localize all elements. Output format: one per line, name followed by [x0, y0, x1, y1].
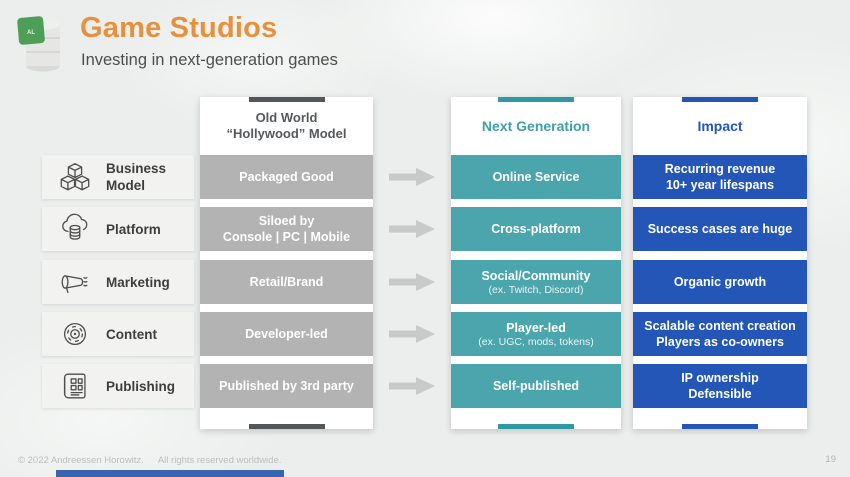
cell-text: Success cases are huge — [647, 222, 793, 236]
disc-icon — [58, 317, 92, 351]
next-gen-accent-bottom — [498, 424, 574, 429]
cell-text: Player-led — [506, 320, 566, 335]
row-label-platform: Platform — [42, 207, 194, 251]
rights-text: All rights reserved worldwide. — [157, 455, 282, 466]
next-gen-header: Next Generation — [481, 117, 591, 134]
cloud-database-icon — [58, 212, 92, 246]
svg-text:AL: AL — [27, 30, 35, 36]
video-progress-bar[interactable] — [56, 470, 284, 477]
cell-text: IP ownership — [681, 371, 759, 385]
arrow-right-icon — [389, 273, 435, 291]
old-world-accent-top — [248, 97, 325, 102]
row-label-publishing: Publishing — [42, 364, 194, 408]
impact-column-header: Impact — [633, 97, 807, 151]
cell-content-next: Player-led (ex. UGC, mods, tokens) — [451, 312, 621, 356]
old-world-column-header: Old World “Hollywood” Model — [200, 97, 373, 151]
cell-text: Organic growth — [673, 275, 767, 289]
cell-marketing-old: Retail/Brand — [200, 260, 373, 304]
cell-text: Self-published — [492, 379, 580, 393]
row-label-content: Content — [42, 312, 194, 356]
cell-text: Online Service — [492, 170, 580, 184]
footer: © 2022 Andreessen Horowitz. All rights re… — [18, 455, 281, 466]
cell-content-impact: Scalable content creation Players as co-… — [633, 312, 807, 356]
cell-text: Published by 3rd party — [219, 379, 354, 393]
cell-content-old: Developer-led — [200, 312, 373, 356]
cell-publishing-next: Self-published — [451, 364, 621, 408]
arrow-right-icon — [389, 168, 435, 186]
cell-business-model-impact: Recurring revenue 10+ year lifespans — [633, 155, 807, 199]
row-label: Publishing — [106, 378, 175, 394]
row-label: Content — [106, 326, 157, 342]
cell-text: Packaged Good — [239, 170, 334, 184]
cell-text: Cross-platform — [491, 222, 581, 236]
megaphone-icon — [58, 265, 92, 299]
column-next-generation: Next Generation Online Service Cross-pla… — [451, 97, 621, 429]
arrow-right-icon — [389, 325, 435, 343]
cell-publishing-impact: IP ownership Defensible — [633, 364, 807, 408]
cell-publishing-old: Published by 3rd party — [200, 364, 373, 408]
cell-platform-impact: Success cases are huge — [633, 207, 807, 251]
row-label-business-model: Business Model — [42, 155, 194, 199]
page-number: 19 — [825, 454, 836, 465]
arrow-right-icon — [389, 377, 435, 395]
cell-marketing-next: Social/Community (ex. Twitch, Discord) — [451, 260, 621, 304]
row-label-marketing: Marketing — [42, 260, 194, 304]
old-world-accent-bottom — [248, 424, 325, 429]
column-impact: Impact Recurring revenue 10+ year lifesp… — [633, 97, 807, 429]
copyright-text: © 2022 Andreessen Horowitz. — [18, 455, 144, 466]
cell-text: Players as co-owners — [656, 335, 784, 349]
cell-marketing-impact: Organic growth — [633, 260, 807, 304]
column-old-world: Old World “Hollywood” Model Packaged Goo… — [200, 97, 373, 429]
cell-text: Console | PC | Mobile — [222, 230, 351, 244]
impact-accent-top — [682, 97, 758, 102]
cell-text: Social/Community — [481, 268, 591, 283]
impact-header: Impact — [697, 117, 743, 134]
impact-accent-bottom — [682, 424, 758, 429]
cell-platform-next: Cross-platform — [451, 207, 621, 251]
row-label: Business Model — [106, 161, 167, 193]
newspaper-icon — [58, 369, 92, 403]
cell-text: Recurring revenue — [664, 162, 776, 176]
row-label: Platform — [106, 221, 161, 237]
cell-business-model-old: Packaged Good — [200, 155, 373, 199]
cell-subtext: (ex. UGC, mods, tokens) — [478, 335, 594, 348]
cubes-icon — [58, 160, 92, 194]
game-studios-icon: AL — [16, 8, 66, 76]
old-world-header-line2: “Hollywood” Model — [226, 126, 347, 141]
cell-text: Scalable content creation — [644, 319, 796, 333]
row-label: Marketing — [106, 274, 170, 290]
cell-subtext: (ex. Twitch, Discord) — [488, 283, 584, 296]
old-world-header-line1: Old World — [255, 109, 318, 125]
page-title: Game Studios — [80, 12, 278, 44]
cell-business-model-next: Online Service — [451, 155, 621, 199]
cell-text: Defensible — [688, 387, 752, 401]
cell-text: Developer-led — [245, 327, 328, 341]
cell-platform-old: Siloed by Console | PC | Mobile — [200, 207, 373, 251]
next-gen-column-header: Next Generation — [451, 97, 621, 151]
cell-text: 10+ year lifespans — [665, 178, 775, 192]
arrow-right-icon — [389, 220, 435, 238]
page-subtitle: Investing in next-generation games — [81, 51, 338, 69]
next-gen-accent-top — [498, 97, 574, 102]
cell-text: Siloed by — [258, 214, 315, 228]
cell-text: Retail/Brand — [249, 275, 324, 289]
